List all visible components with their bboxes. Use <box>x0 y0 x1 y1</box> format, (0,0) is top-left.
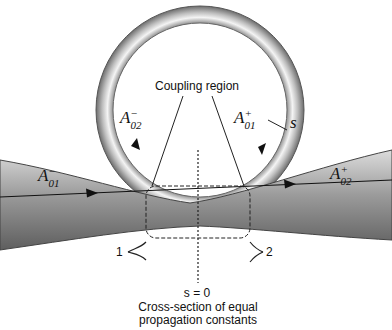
field-amplitude: A+01 <box>234 108 255 131</box>
arrowhead <box>258 143 266 155</box>
callout-number: 1 <box>116 246 123 259</box>
tapered-fiber <box>0 150 392 250</box>
brace <box>128 252 146 260</box>
arc-coordinate-tick <box>268 120 287 130</box>
brace <box>128 242 146 252</box>
region-label: Coupling region <box>155 80 239 93</box>
callout-number: 2 <box>266 246 273 259</box>
arc-coordinate: s <box>290 114 297 133</box>
caption-note: Cross-section of equal propagation const… <box>123 301 273 327</box>
position-label: s = 0 <box>184 287 210 300</box>
field-amplitude: A+02 <box>330 164 351 187</box>
cross-section-line <box>197 150 198 283</box>
arrowhead <box>86 189 98 198</box>
brace <box>250 242 263 252</box>
arrowhead <box>131 138 140 150</box>
arrowhead <box>284 180 296 189</box>
ring-inner-edge <box>113 23 287 197</box>
field-amplitude: A−02 <box>120 108 141 131</box>
leader-line <box>152 96 183 186</box>
field-amplitude: A−01 <box>38 166 59 189</box>
brace <box>250 252 263 262</box>
